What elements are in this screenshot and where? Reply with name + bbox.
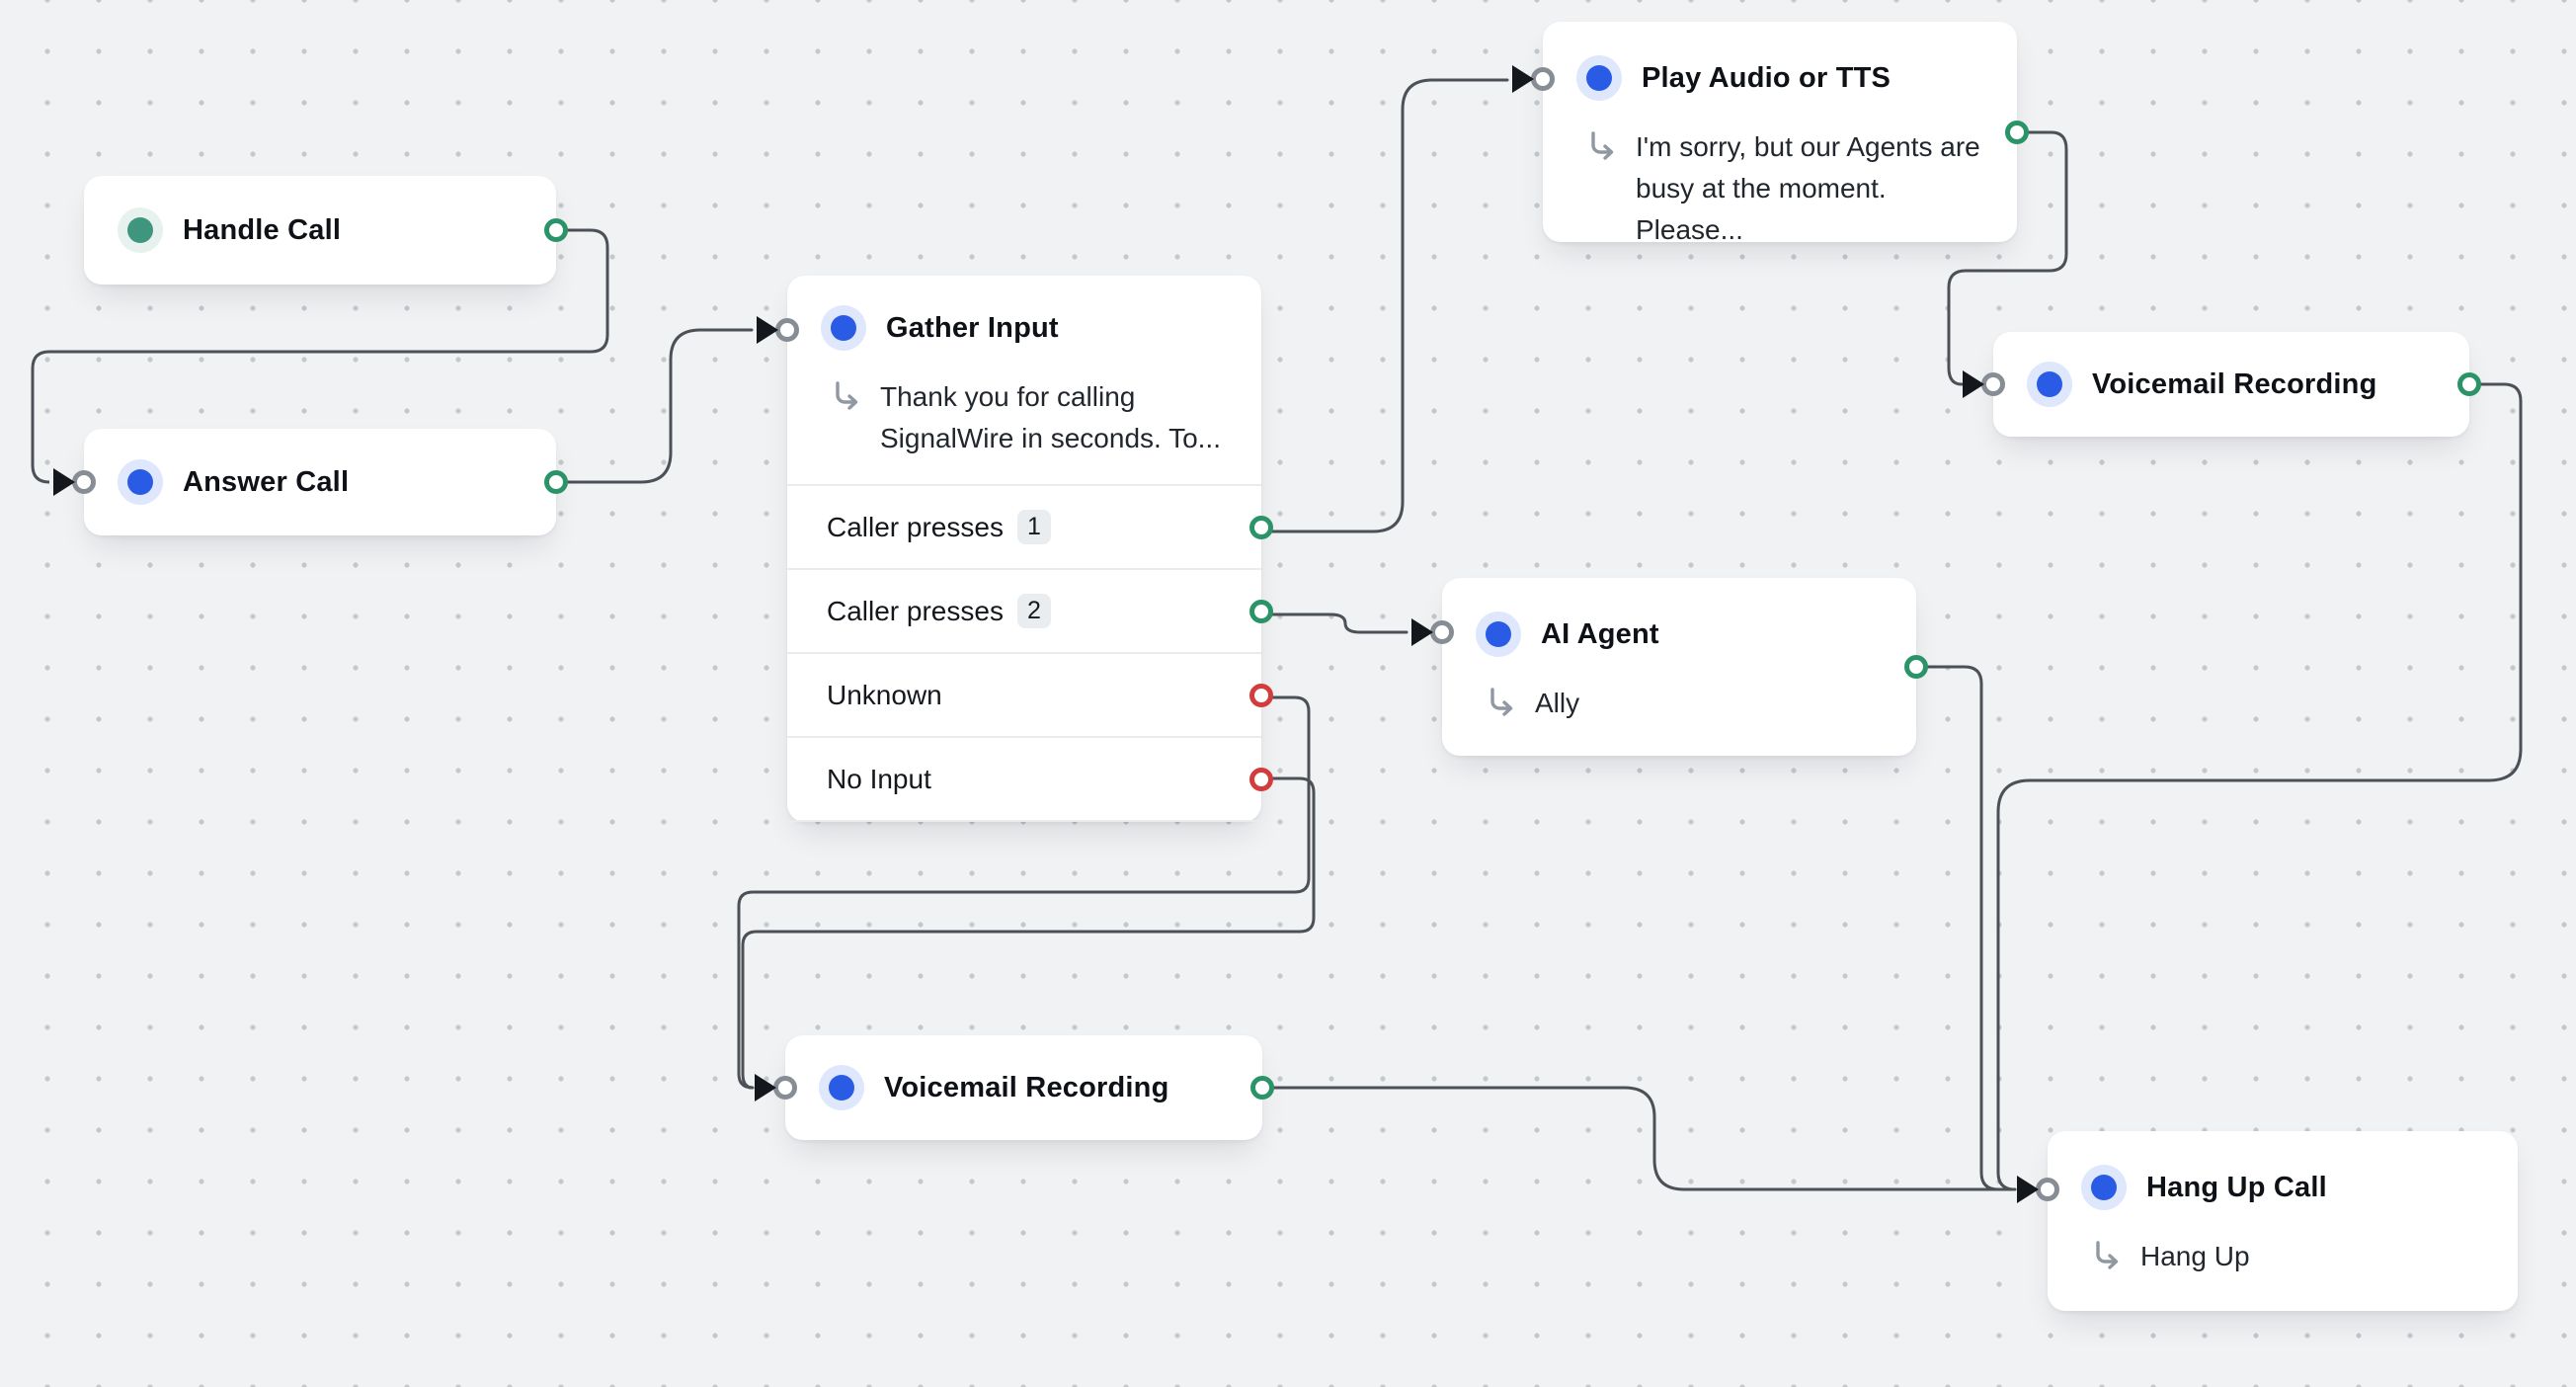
branch-unknown[interactable]: Unknown — [787, 654, 1273, 738]
output-port[interactable] — [544, 470, 568, 494]
elbow-arrow-icon — [2096, 1241, 2119, 1269]
node-title: Gather Input — [886, 311, 1059, 344]
status-dot-icon — [1576, 55, 1622, 101]
node-ai-agent[interactable]: AI Agent Ally — [1430, 578, 1928, 756]
node-title: Handle Call — [183, 213, 342, 246]
elbow-arrow-icon — [1490, 688, 1513, 716]
input-port[interactable] — [72, 470, 96, 494]
gather-header: Gather Input Thank you for calling Signa… — [787, 276, 1261, 486]
input-port[interactable] — [1981, 372, 2005, 396]
wire-no-input-to-voicemail-bottom[interactable] — [741, 776, 1316, 1090]
node-voicemail-recording-bottom[interactable]: Voicemail Recording — [773, 1035, 1274, 1140]
status-dot-icon — [1476, 612, 1521, 657]
node-title: AI Agent — [1541, 617, 1659, 650]
output-port[interactable] — [544, 218, 568, 242]
branch-no-input[interactable]: No Input — [787, 738, 1273, 822]
input-port[interactable] — [773, 1076, 797, 1100]
wire-caller-presses-1-to-play-audio[interactable] — [1259, 78, 1509, 533]
node-hang-up-call[interactable]: Hang Up Call Hang Up — [2036, 1131, 2518, 1311]
output-port-caller-presses-1[interactable] — [1249, 515, 1273, 539]
node-prompt: I'm sorry, but our Agents are busy at th… — [1636, 131, 1980, 245]
node-title: Play Audio or TTS — [1642, 61, 1892, 94]
output-port[interactable] — [2005, 120, 2029, 144]
wire-answer-call-to-gather-input[interactable] — [554, 328, 754, 484]
wire-caller-presses-2-to-ai-agent[interactable] — [1259, 612, 1409, 634]
status-dot-icon — [819, 1065, 864, 1110]
input-port[interactable] — [1430, 620, 1454, 644]
branch-caller-presses-1[interactable]: Caller presses 1 — [787, 486, 1273, 570]
branch-caller-presses-2[interactable]: Caller presses 2 — [787, 570, 1273, 654]
elbow-arrow-icon — [1591, 131, 1614, 160]
status-dot-icon — [118, 459, 163, 505]
status-dot-icon — [2027, 362, 2072, 407]
status-dot-icon — [118, 207, 163, 253]
node-voicemail-recording-top[interactable]: Voicemail Recording — [1981, 332, 2481, 437]
input-port[interactable] — [1531, 67, 1555, 91]
node-prompt: Ally — [1535, 688, 1580, 718]
output-port[interactable] — [1904, 655, 1928, 679]
wire-voicemail-bottom-to-hang-up[interactable] — [1260, 1086, 2014, 1191]
node-handle-call[interactable]: Handle Call — [84, 176, 568, 285]
branch-key-badge: 1 — [1016, 510, 1051, 544]
node-gather-input[interactable]: Gather Input Thank you for calling Signa… — [775, 276, 1273, 822]
node-title: Voicemail Recording — [884, 1071, 1169, 1103]
output-port-unknown[interactable] — [1249, 683, 1273, 707]
node-title: Answer Call — [183, 465, 350, 498]
node-prompt: Thank you for calling SignalWire in seco… — [880, 381, 1221, 453]
branch-label: Caller presses — [827, 595, 1004, 626]
node-prompt: Hang Up — [2140, 1241, 2250, 1271]
wire-handle-call-to-answer-call[interactable] — [31, 228, 609, 484]
output-port-no-input[interactable] — [1249, 767, 1273, 791]
branch-label: Caller presses — [827, 511, 1004, 542]
input-port[interactable] — [775, 318, 799, 342]
output-port-caller-presses-2[interactable] — [1249, 599, 1273, 623]
status-dot-icon — [821, 305, 866, 351]
input-port[interactable] — [2036, 1178, 2059, 1201]
branch-label: No Input — [827, 763, 931, 794]
branch-key-badge: 2 — [1016, 594, 1051, 628]
wire-voicemail-top-to-hang-up[interactable] — [1996, 382, 2523, 1191]
node-play-audio-or-tts[interactable]: Play Audio or TTS I'm sorry, but our Age… — [1531, 22, 2029, 245]
output-port[interactable] — [2457, 372, 2481, 396]
status-dot-icon — [2081, 1165, 2127, 1210]
branch-label: Unknown — [827, 679, 942, 710]
output-port[interactable] — [1250, 1076, 1274, 1100]
elbow-arrow-icon — [836, 381, 858, 410]
wire-play-audio-to-voicemail-top[interactable] — [1947, 130, 2068, 386]
node-title: Voicemail Recording — [2092, 367, 2377, 400]
wire-unknown-to-voicemail-bottom[interactable] — [737, 695, 1311, 1090]
node-title: Hang Up Call — [2146, 1171, 2327, 1203]
node-answer-call[interactable]: Answer Call — [72, 429, 568, 535]
